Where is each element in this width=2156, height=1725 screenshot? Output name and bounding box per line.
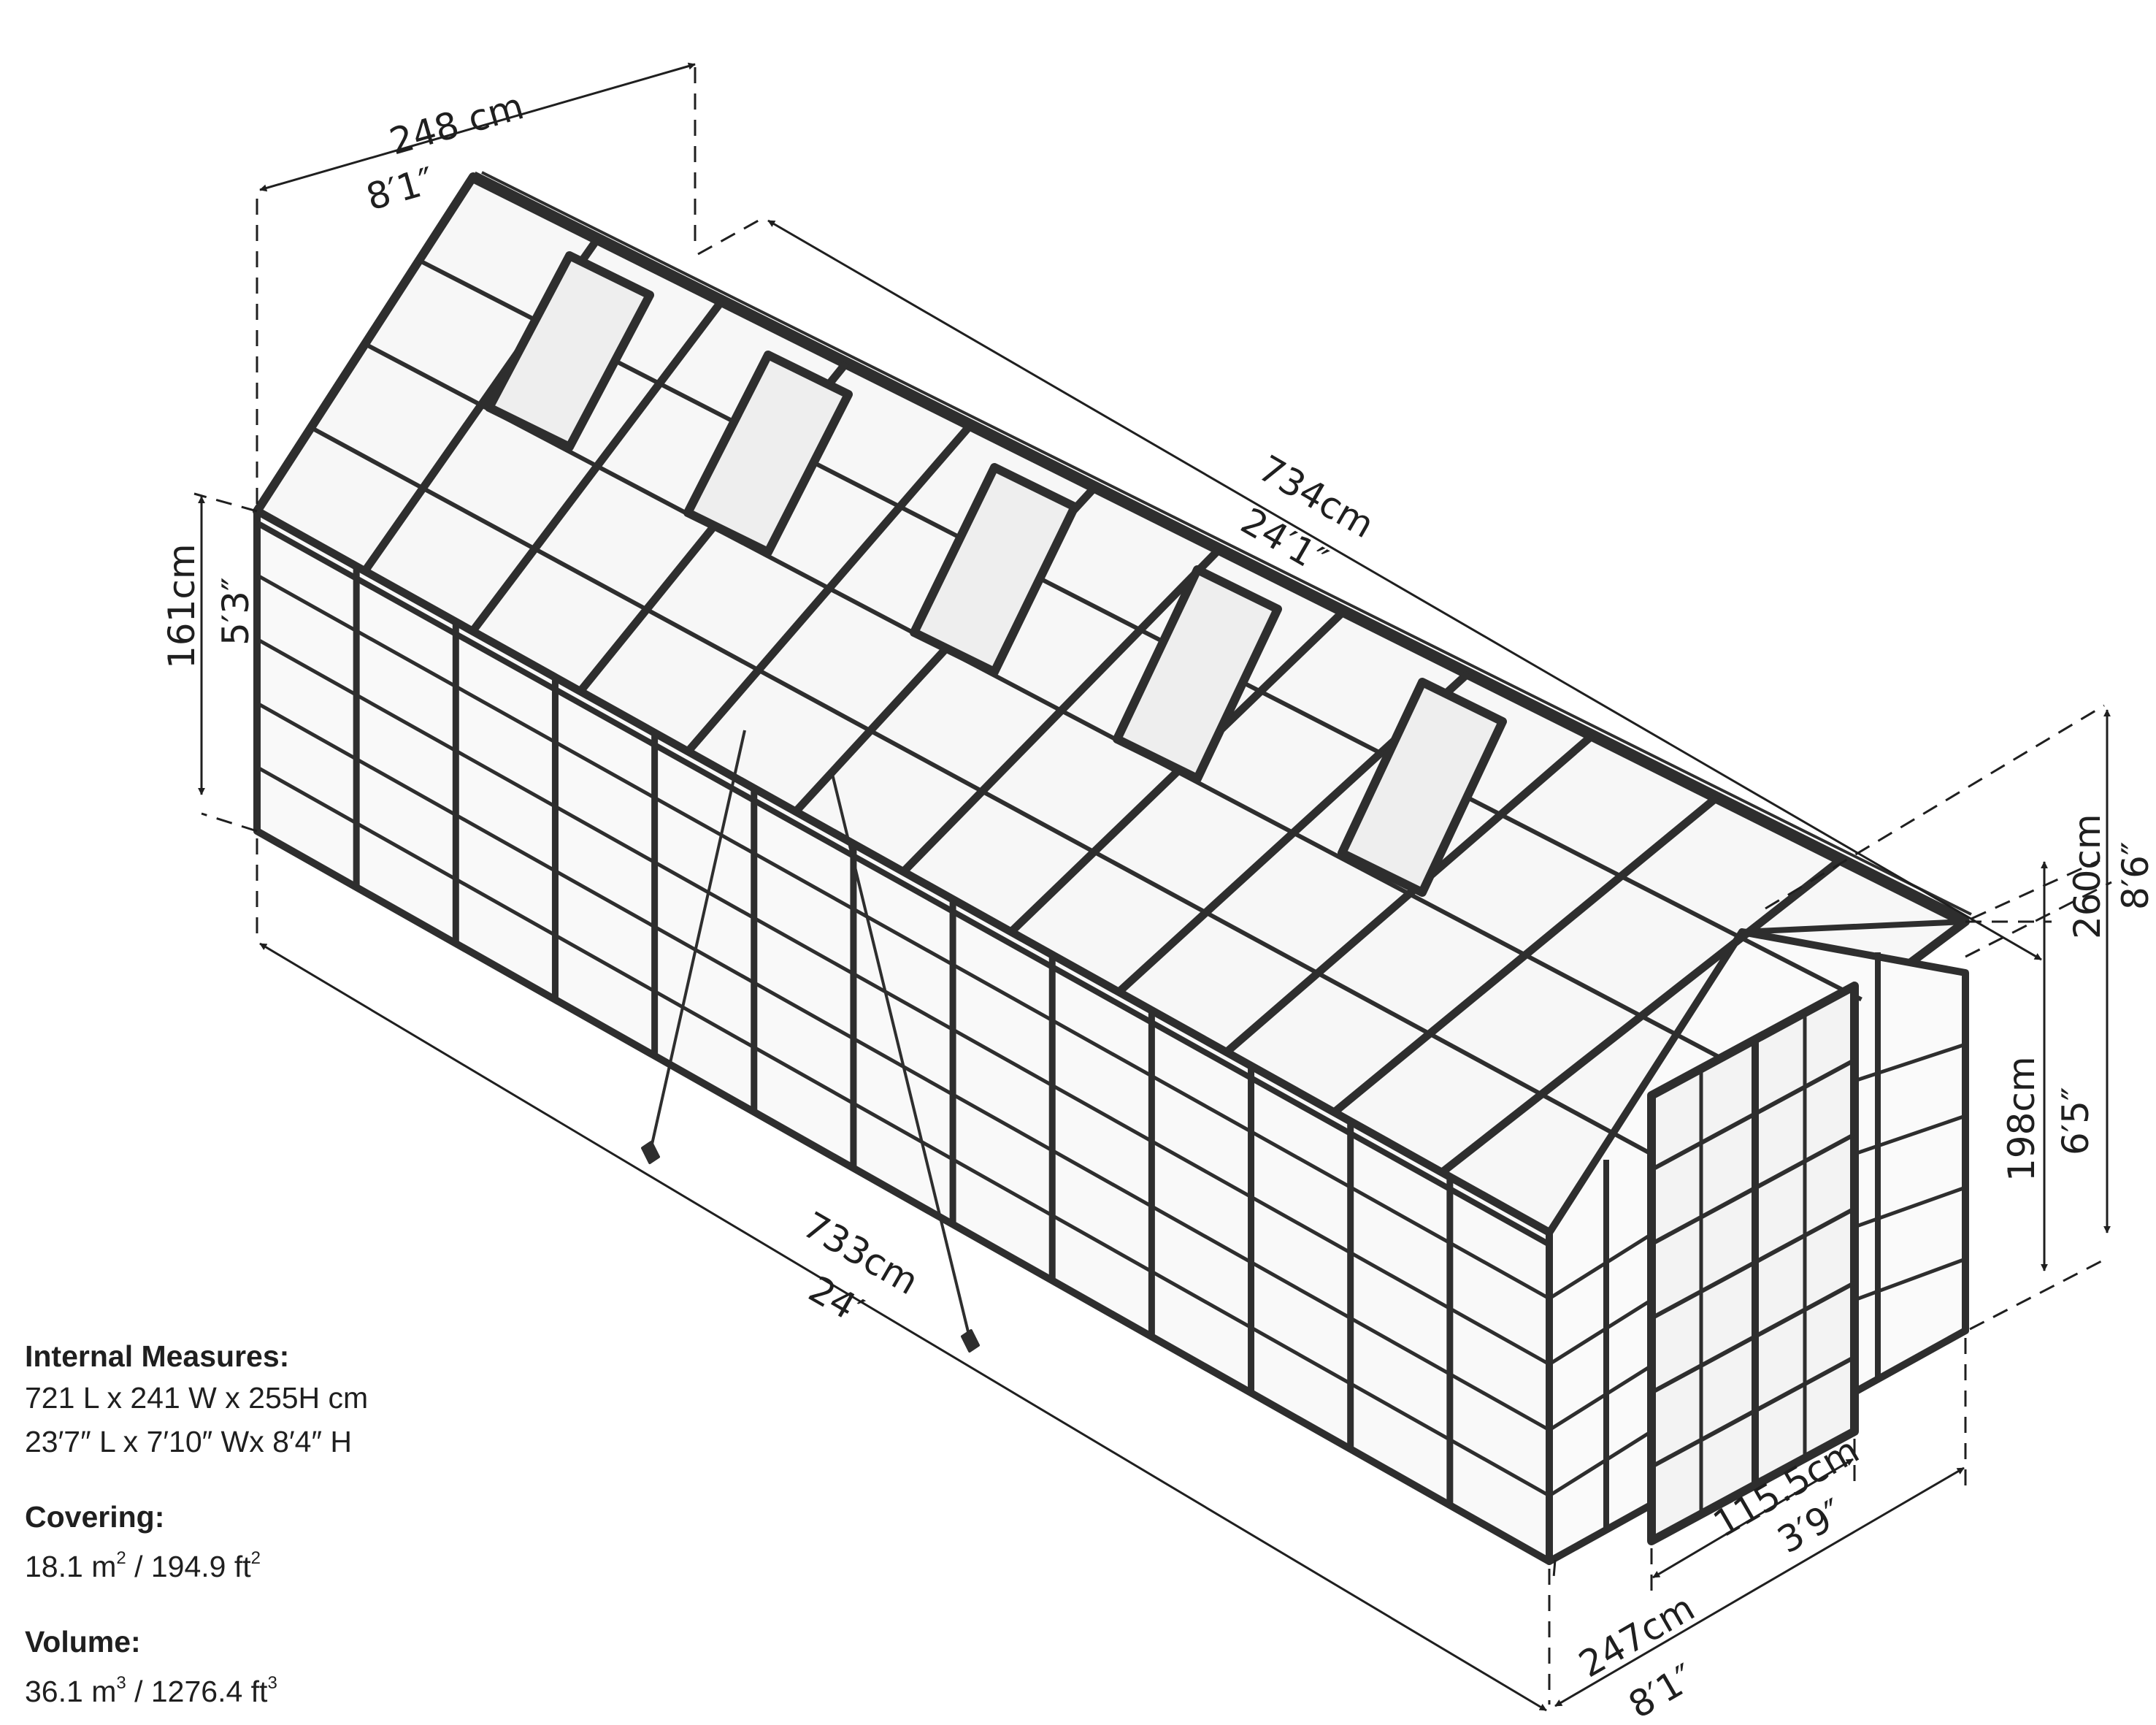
covering-title: Covering:	[25, 1500, 165, 1534]
base-width-dim	[1554, 1466, 1965, 1707]
base-length-imperial-label: 24′	[802, 1268, 870, 1332]
gable-rail	[1854, 1185, 1966, 1229]
total-height-metric-label: 260cm	[2066, 814, 2109, 939]
dimension-lines	[193, 57, 2112, 1712]
dimension-labels: 248 cm 8′1″ 734cm 24′1″ 161cm 5′3″ 733cm…	[161, 85, 2156, 1725]
door-height-imperial-label: 6′5″	[2055, 1087, 2097, 1155]
gable-rail	[1548, 1363, 1653, 1432]
internal-measures-imperial: 23′7″ L x 7′10″ Wx 8′4″ H	[25, 1425, 352, 1458]
door-rail	[1650, 1281, 1856, 1395]
base-length-dim	[259, 942, 1547, 1712]
door-rail	[1650, 1058, 1856, 1172]
specs-panel: Internal Measures: 721 L x 241 W x 255H …	[25, 1336, 477, 1713]
door-rail	[1650, 1206, 1856, 1320]
side-height-imperial-label: 5′3″	[215, 577, 257, 646]
double-door	[1647, 982, 1859, 1545]
volume-title: Volume:	[25, 1625, 141, 1659]
gable-rail	[1854, 1042, 1966, 1083]
gable-rail	[1548, 1232, 1653, 1301]
gable-rail	[1854, 1257, 1966, 1302]
top-width-dim	[259, 62, 696, 192]
greenhouse-structure	[253, 171, 1972, 1565]
door-height-metric-label: 198cm	[2000, 1056, 2043, 1182]
side-height-metric-label: 161cm	[161, 543, 203, 669]
top-width-imperial-label: 8′1″	[361, 159, 439, 219]
internal-measures-metric: 721 L x 241 W x 255H cm	[25, 1381, 369, 1415]
door-rail	[1650, 1355, 1856, 1469]
roof-length-dim	[767, 219, 2042, 961]
total-height-imperial-label: 8′6″	[2114, 841, 2156, 910]
base-width-imperial-label: 8′1″	[1622, 1656, 1702, 1725]
top-width-metric-label: 248 cm	[385, 85, 528, 163]
door-rail	[1650, 1132, 1856, 1246]
roof-vent	[485, 251, 654, 451]
gable-rail	[1854, 1114, 1966, 1156]
gable-rail	[1548, 1298, 1653, 1366]
internal-measures-title: Internal Measures:	[25, 1339, 290, 1373]
covering-value: 18.1 m2 / 194.9 ft2	[25, 1548, 261, 1583]
volume-value: 36.1 m3 / 1276.4 ft3	[25, 1673, 277, 1708]
